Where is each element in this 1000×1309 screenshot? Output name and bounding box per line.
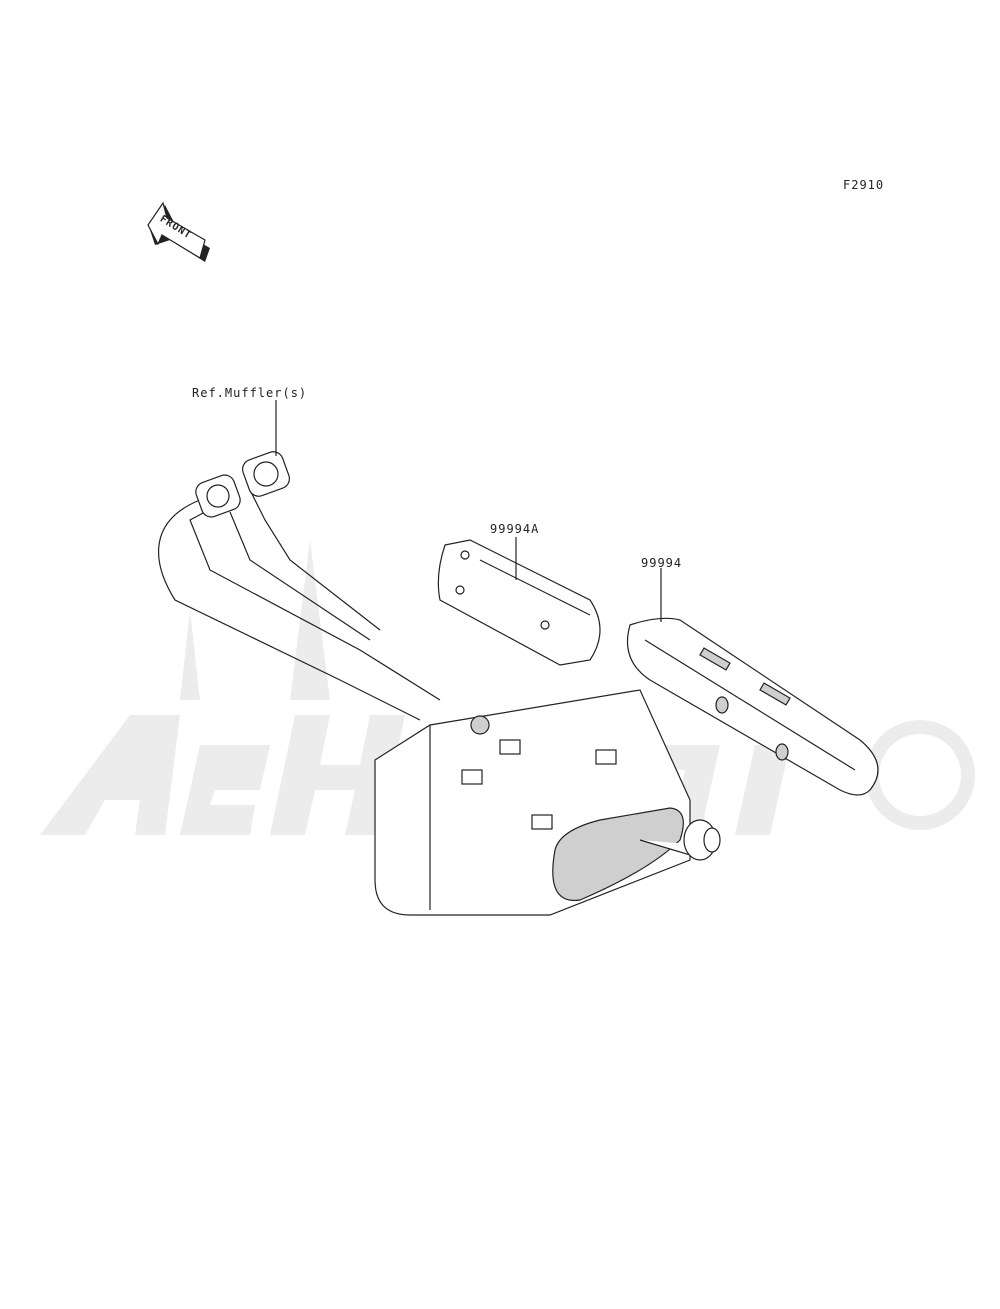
callout-99994A: 99994A — [490, 522, 540, 536]
callout-ref-muffler: Ref.Muffler(s) — [192, 386, 308, 400]
muffler-body — [374, 689, 721, 916]
front-arrow-icon — [147, 201, 210, 262]
callout-99994: 99994 — [641, 556, 683, 570]
figure-code: F2910 — [843, 178, 885, 192]
heat-guard-99994 — [626, 568, 879, 796]
exhaust-header-pipes — [157, 400, 441, 721]
heat-guard-99994A — [437, 537, 601, 666]
